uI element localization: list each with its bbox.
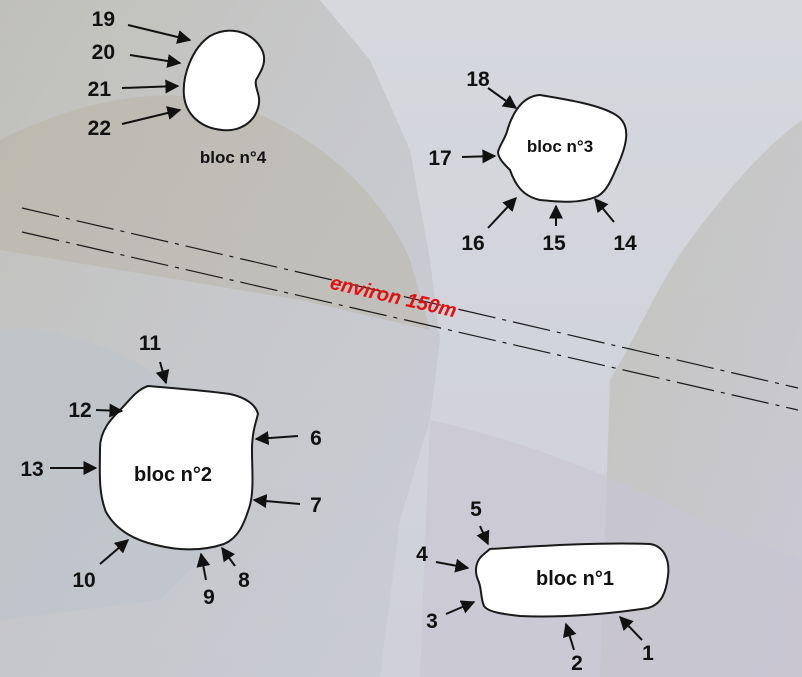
point-label-6: 6 bbox=[310, 427, 322, 450]
point-label-4: 4 bbox=[416, 543, 428, 566]
bloc-2-shape bbox=[98, 384, 260, 551]
point-label-13: 13 bbox=[20, 458, 43, 481]
point-label-7: 7 bbox=[310, 494, 322, 517]
point-label-15: 15 bbox=[542, 232, 566, 255]
arrow-10 bbox=[99, 539, 130, 565]
arrow-1 bbox=[619, 615, 643, 641]
distance-line-lower bbox=[21, 231, 799, 411]
distance-lines bbox=[21, 207, 799, 411]
arrow-7 bbox=[252, 494, 301, 509]
point-label-12: 12 bbox=[68, 399, 91, 422]
point-label-22: 22 bbox=[88, 117, 111, 140]
bloc-3-shape bbox=[496, 93, 628, 203]
bloc-4-label: bloc n°4 bbox=[200, 148, 267, 167]
arrow-8 bbox=[221, 546, 236, 567]
arrow-5 bbox=[476, 525, 490, 546]
arrow-9 bbox=[196, 552, 211, 581]
bloc-4-shape bbox=[182, 29, 266, 132]
point-label-2: 2 bbox=[571, 652, 583, 675]
point-label-9: 9 bbox=[203, 586, 215, 609]
point-label-14: 14 bbox=[613, 232, 637, 255]
bloc-2: bloc n°2 bbox=[98, 384, 260, 551]
arrow-21 bbox=[121, 79, 180, 94]
point-label-10: 10 bbox=[72, 569, 95, 592]
bloc-1-label: bloc n°1 bbox=[536, 568, 614, 590]
point-label-16: 16 bbox=[461, 232, 484, 255]
arrow-20 bbox=[129, 54, 182, 68]
point-label-11: 11 bbox=[139, 332, 162, 355]
point-label-17: 17 bbox=[428, 147, 451, 170]
arrow-12 bbox=[95, 403, 124, 418]
arrow-16 bbox=[487, 196, 517, 229]
point-label-20: 20 bbox=[92, 41, 115, 64]
point-label-21: 21 bbox=[88, 78, 112, 101]
bloc-4: bloc n°4 bbox=[182, 29, 267, 167]
arrow-6 bbox=[254, 431, 299, 446]
arrow-4 bbox=[435, 558, 470, 573]
distance-line-upper bbox=[21, 207, 799, 389]
bloc-1-shape bbox=[475, 542, 670, 618]
bloc-1: bloc n°1 bbox=[475, 542, 670, 618]
arrow-2 bbox=[563, 622, 577, 651]
point-label-3: 3 bbox=[426, 610, 438, 633]
arrows bbox=[50, 24, 643, 651]
point-label-8: 8 bbox=[238, 569, 250, 592]
bloc-3: bloc n°3 bbox=[496, 93, 628, 203]
arrow-18 bbox=[487, 87, 518, 109]
arrow-14 bbox=[594, 197, 615, 223]
bloc-2-label: bloc n°2 bbox=[134, 464, 212, 486]
point-numbers: 19 20 21 22 18 17 16 15 14 11 12 13 6 7 … bbox=[20, 8, 654, 675]
point-label-5: 5 bbox=[470, 498, 482, 521]
arrow-17 bbox=[461, 149, 497, 164]
left-cliff-shade bbox=[0, 95, 430, 330]
arrow-19 bbox=[127, 24, 192, 44]
arrow-3 bbox=[445, 600, 476, 615]
point-label-18: 18 bbox=[466, 68, 490, 91]
bloc-3-label: bloc n°3 bbox=[527, 137, 593, 156]
point-label-19: 19 bbox=[92, 8, 115, 31]
arrow-22 bbox=[121, 106, 182, 125]
point-label-1: 1 bbox=[642, 642, 654, 665]
arrow-11 bbox=[155, 361, 170, 385]
